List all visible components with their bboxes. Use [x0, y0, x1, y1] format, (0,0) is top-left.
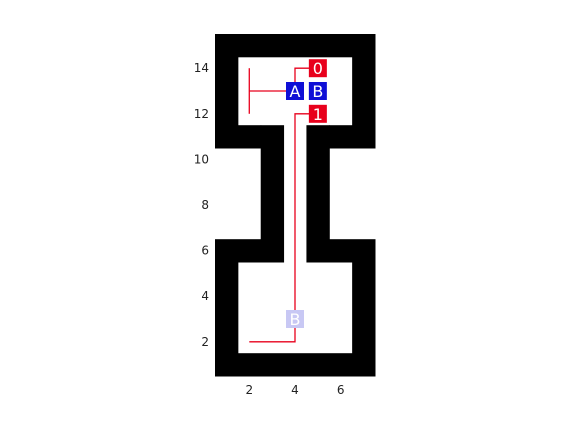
marker-box [285, 82, 304, 100]
marker-label: B [312, 82, 323, 101]
wall-segment [215, 239, 262, 263]
marker-box [308, 104, 327, 123]
marker-box [285, 310, 304, 328]
marker-box [308, 82, 327, 100]
marker-A: A [285, 82, 304, 101]
marker-box [308, 59, 327, 78]
y-tick-label: 8 [201, 198, 209, 212]
y-tick-label: 14 [194, 61, 209, 75]
y-axis-ticks: 2 4 6 8 10 12 14 [194, 61, 209, 349]
x-tick-label: 2 [245, 383, 253, 397]
marker-1: 1 [308, 104, 327, 124]
wall-segment [260, 125, 285, 263]
y-tick-label: 6 [201, 244, 209, 258]
y-tick-label: 12 [194, 107, 209, 121]
y-tick-label: 10 [194, 152, 209, 166]
wall-segment [215, 262, 239, 377]
wall-segment [215, 125, 262, 149]
wall-segment [329, 239, 376, 263]
wall-segment [352, 34, 376, 126]
y-tick-label: 4 [201, 289, 209, 303]
x-tick-label: 6 [337, 383, 345, 397]
wall-segment [352, 262, 376, 377]
marker-0: 0 [308, 59, 327, 78]
wall-segment [215, 34, 376, 58]
wall-segment [215, 34, 239, 126]
marker-B: B [308, 82, 327, 101]
marker-label: B [290, 310, 301, 329]
marker-B: B [285, 310, 304, 329]
walls [215, 34, 376, 377]
marker-label: 1 [313, 105, 323, 124]
x-tick-label: 4 [291, 383, 299, 397]
x-axis-ticks: 2 4 6 [245, 383, 344, 397]
wall-segment [215, 353, 376, 377]
marker-label: A [290, 82, 301, 101]
marker-label: 0 [313, 59, 323, 78]
wall-segment [329, 125, 376, 149]
route-path-3 [249, 113, 318, 343]
y-tick-label: 2 [201, 335, 209, 349]
wall-segment [306, 125, 330, 263]
